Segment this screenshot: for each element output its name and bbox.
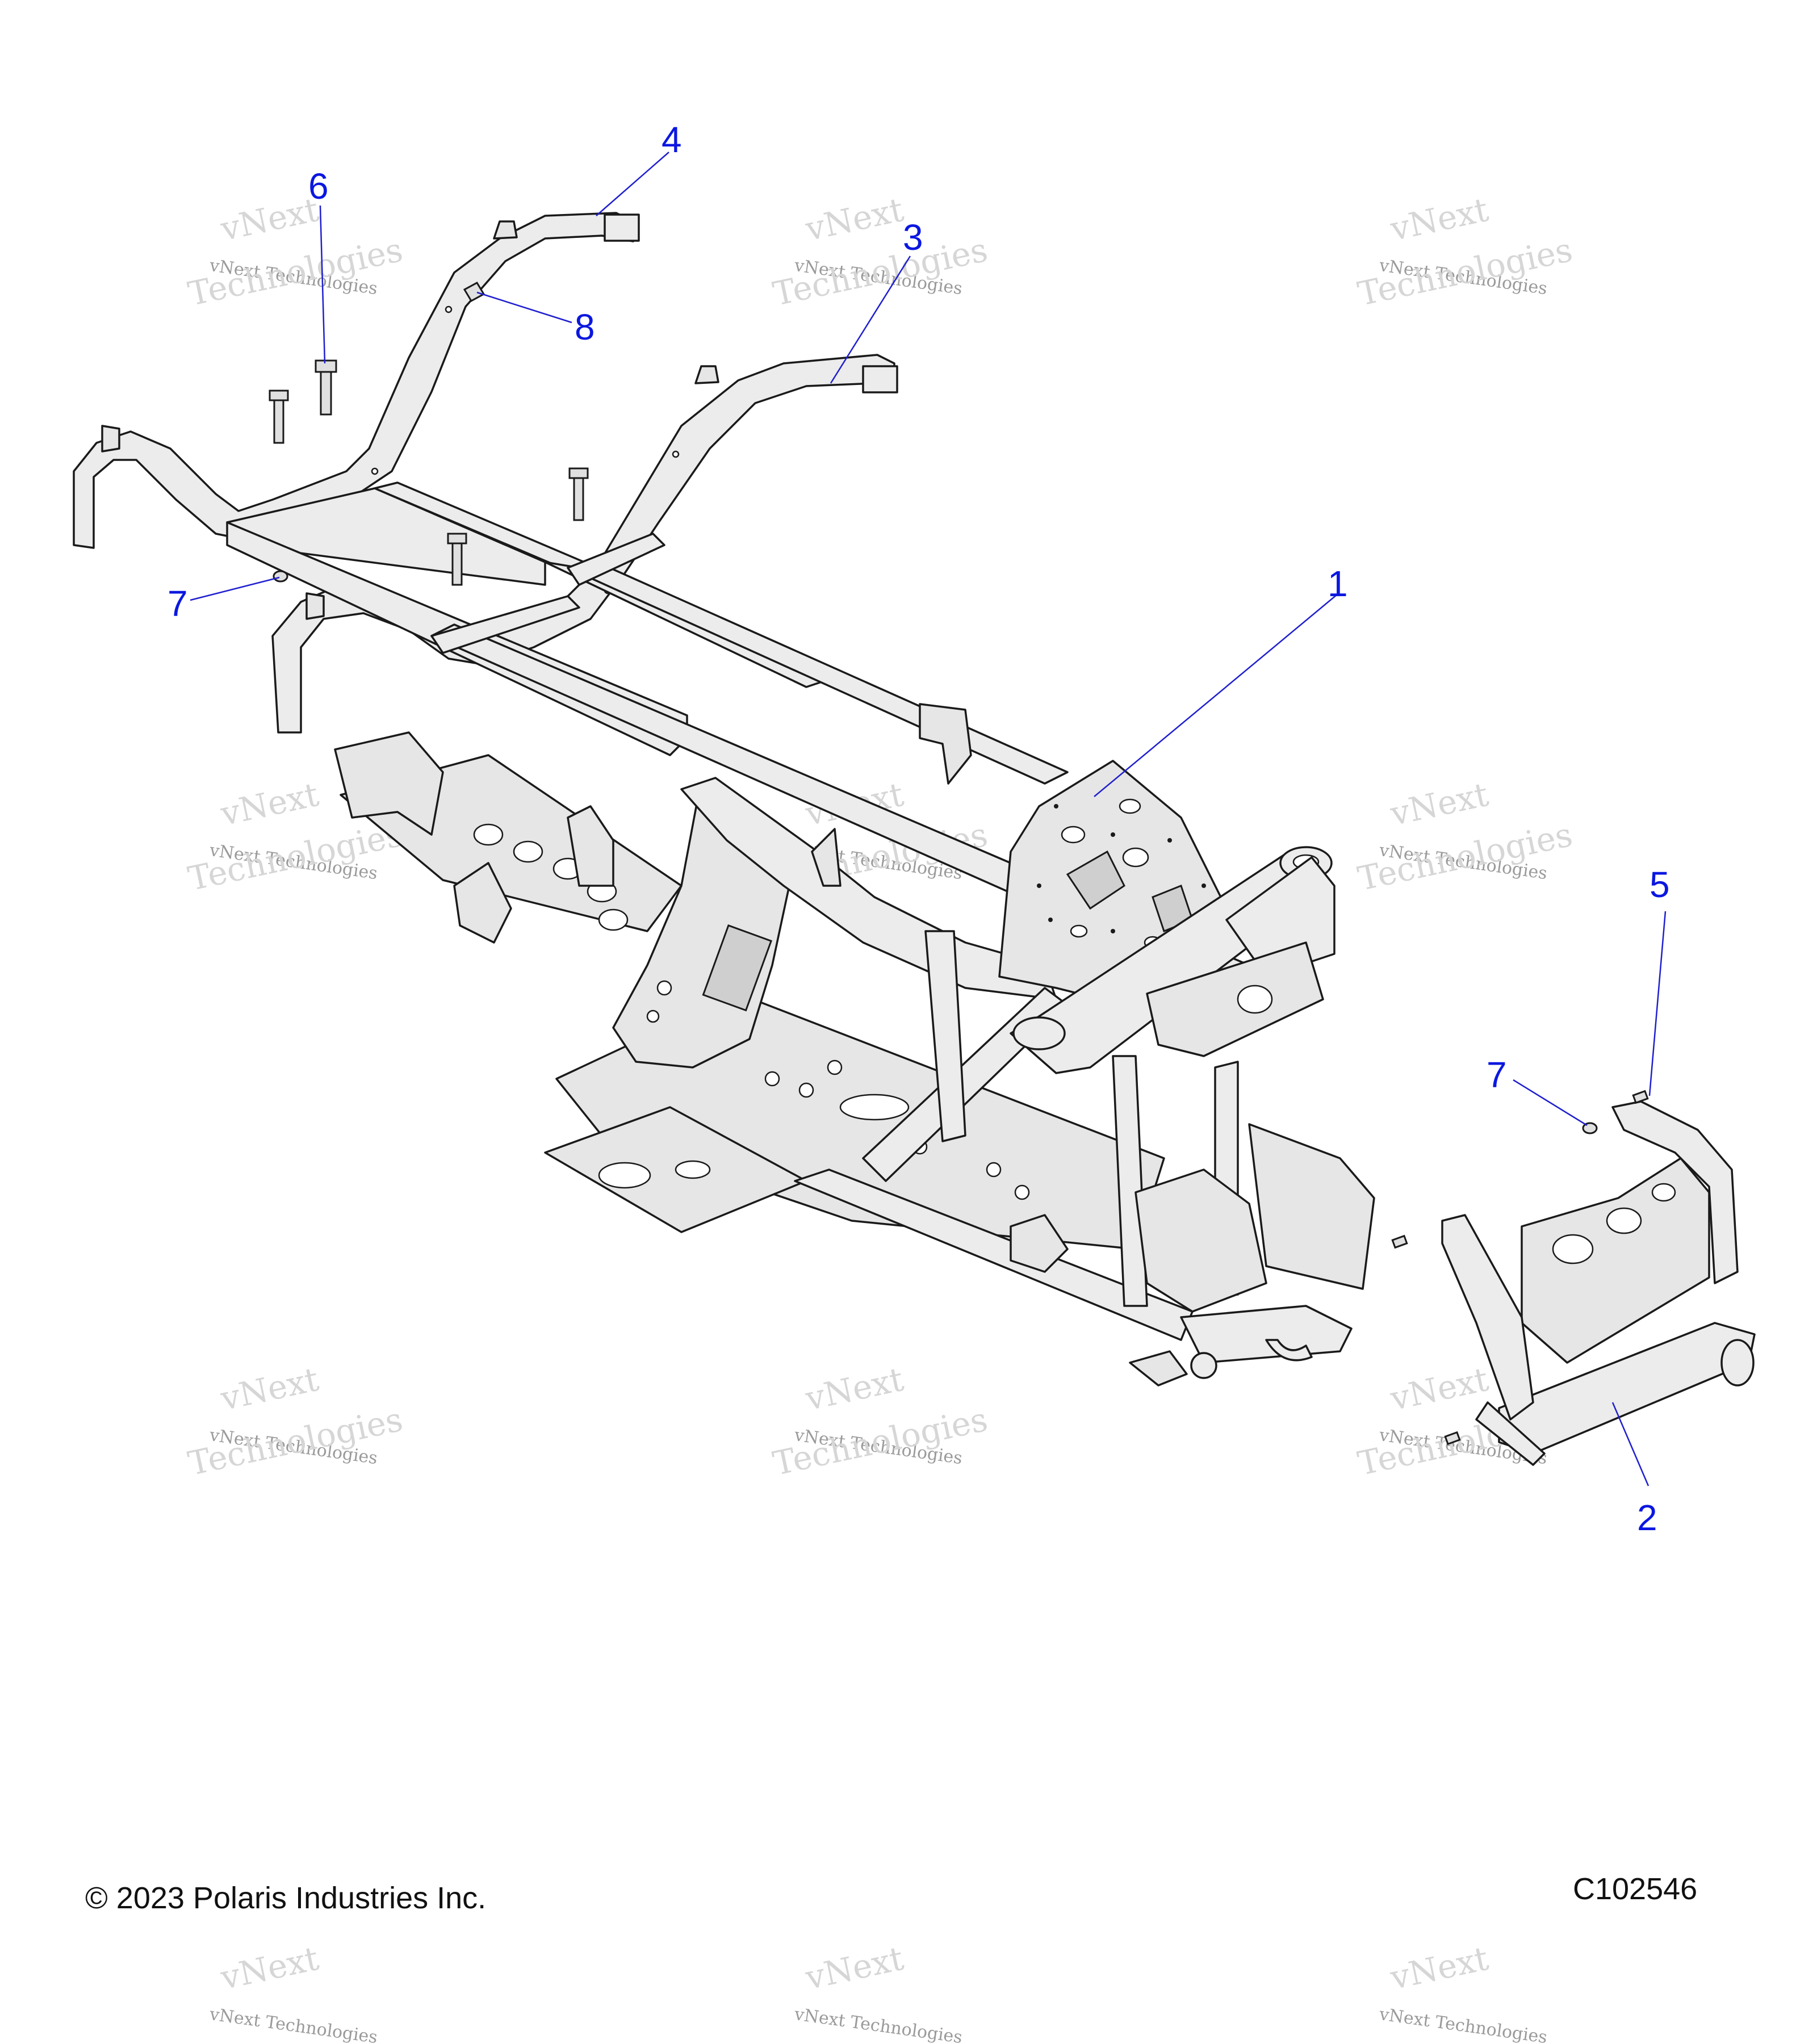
svg-text:Technologies: Technologies [185, 231, 406, 313]
callout-8: 8 [575, 307, 595, 347]
rear-bracket-mount [919, 703, 972, 785]
svg-text:vNext Technologies: vNext Technologies [1378, 2004, 1548, 2044]
svg-text:Technologies: Technologies [1354, 231, 1576, 313]
fasteners [269, 281, 1649, 1446]
front-right-gusset [1248, 1123, 1375, 1290]
bolt-part-5 [1632, 1090, 1649, 1104]
watermark: vNext vNext Technologies [1378, 1939, 1548, 2044]
front-bulkhead [1146, 941, 1324, 1057]
watermark: vNext vNext Technologies Technologies [1354, 190, 1576, 313]
drawing-id: C102546 [1573, 1872, 1698, 1906]
callouts: 1 2 3 4 5 6 7 7 8 [168, 119, 1670, 1538]
watermark: vNext vNext Technologies Technologies [769, 190, 991, 313]
svg-text:Technologies: Technologies [769, 231, 991, 313]
bolt [1391, 1234, 1408, 1249]
svg-text:vNext: vNext [1387, 1939, 1492, 1997]
svg-text:vNext: vNext [1387, 190, 1492, 249]
bumper-side-arm [1441, 1214, 1534, 1421]
leader-lines [190, 152, 1667, 1486]
bolt [1444, 1431, 1461, 1446]
callout-2: 2 [1637, 1497, 1657, 1538]
callout-7-front: 7 [1487, 1054, 1507, 1095]
watermark: vNext vNext Technologies [208, 1939, 379, 2044]
bolt [447, 533, 467, 586]
svg-text:Technologies: Technologies [185, 1400, 406, 1483]
callout-7: 7 [168, 583, 188, 624]
bolt-part-6 [315, 359, 337, 416]
watermark: vNext vNext Technologies Technologies [1354, 775, 1576, 898]
rear-left-bracket [334, 731, 444, 836]
nut-part-7 [273, 570, 288, 583]
bolt [568, 467, 589, 521]
svg-text:vNext: vNext [217, 1360, 322, 1418]
watermark: vNext vNext Technologies Technologies [185, 1360, 406, 1483]
svg-text:vNext Technologies: vNext Technologies [793, 2004, 964, 2044]
watermark: vNext vNext Technologies Technologies [769, 1360, 991, 1483]
callout-5: 5 [1649, 864, 1670, 905]
front-bumper-part-2 [1441, 1100, 1756, 1466]
main-frame [226, 481, 1375, 1387]
svg-text:vNext: vNext [217, 190, 322, 249]
bolt [269, 389, 289, 444]
callout-3: 3 [903, 217, 923, 258]
copyright-text: © 2023 Polaris Industries Inc. [85, 1881, 487, 1915]
callout-4: 4 [662, 119, 682, 160]
svg-text:Technologies: Technologies [769, 1400, 991, 1483]
tube-end-3 [862, 365, 898, 393]
callout-1: 1 [1328, 563, 1348, 604]
svg-text:vNext: vNext [802, 190, 907, 249]
svg-text:vNext: vNext [802, 1360, 907, 1418]
svg-text:vNext: vNext [1387, 1360, 1492, 1418]
svg-text:vNext: vNext [802, 1939, 907, 1997]
svg-text:vNext: vNext [217, 775, 322, 833]
svg-text:vNext Technologies: vNext Technologies [208, 2004, 379, 2044]
tube-end-4 [604, 213, 640, 242]
bumper-upper-arm [1611, 1100, 1739, 1284]
svg-text:vNext: vNext [217, 1939, 322, 1997]
svg-text:Technologies: Technologies [1354, 815, 1576, 898]
bumper-plate [1521, 1157, 1710, 1364]
rack-tube-part-4 [73, 212, 634, 549]
watermark: vNext vNext Technologies Technologies [185, 190, 406, 313]
callout-6: 6 [308, 166, 329, 207]
svg-text:vNext: vNext [1387, 775, 1492, 833]
watermark: vNext vNext Technologies [793, 1939, 964, 2044]
svg-text:Technologies: Technologies [185, 815, 406, 898]
